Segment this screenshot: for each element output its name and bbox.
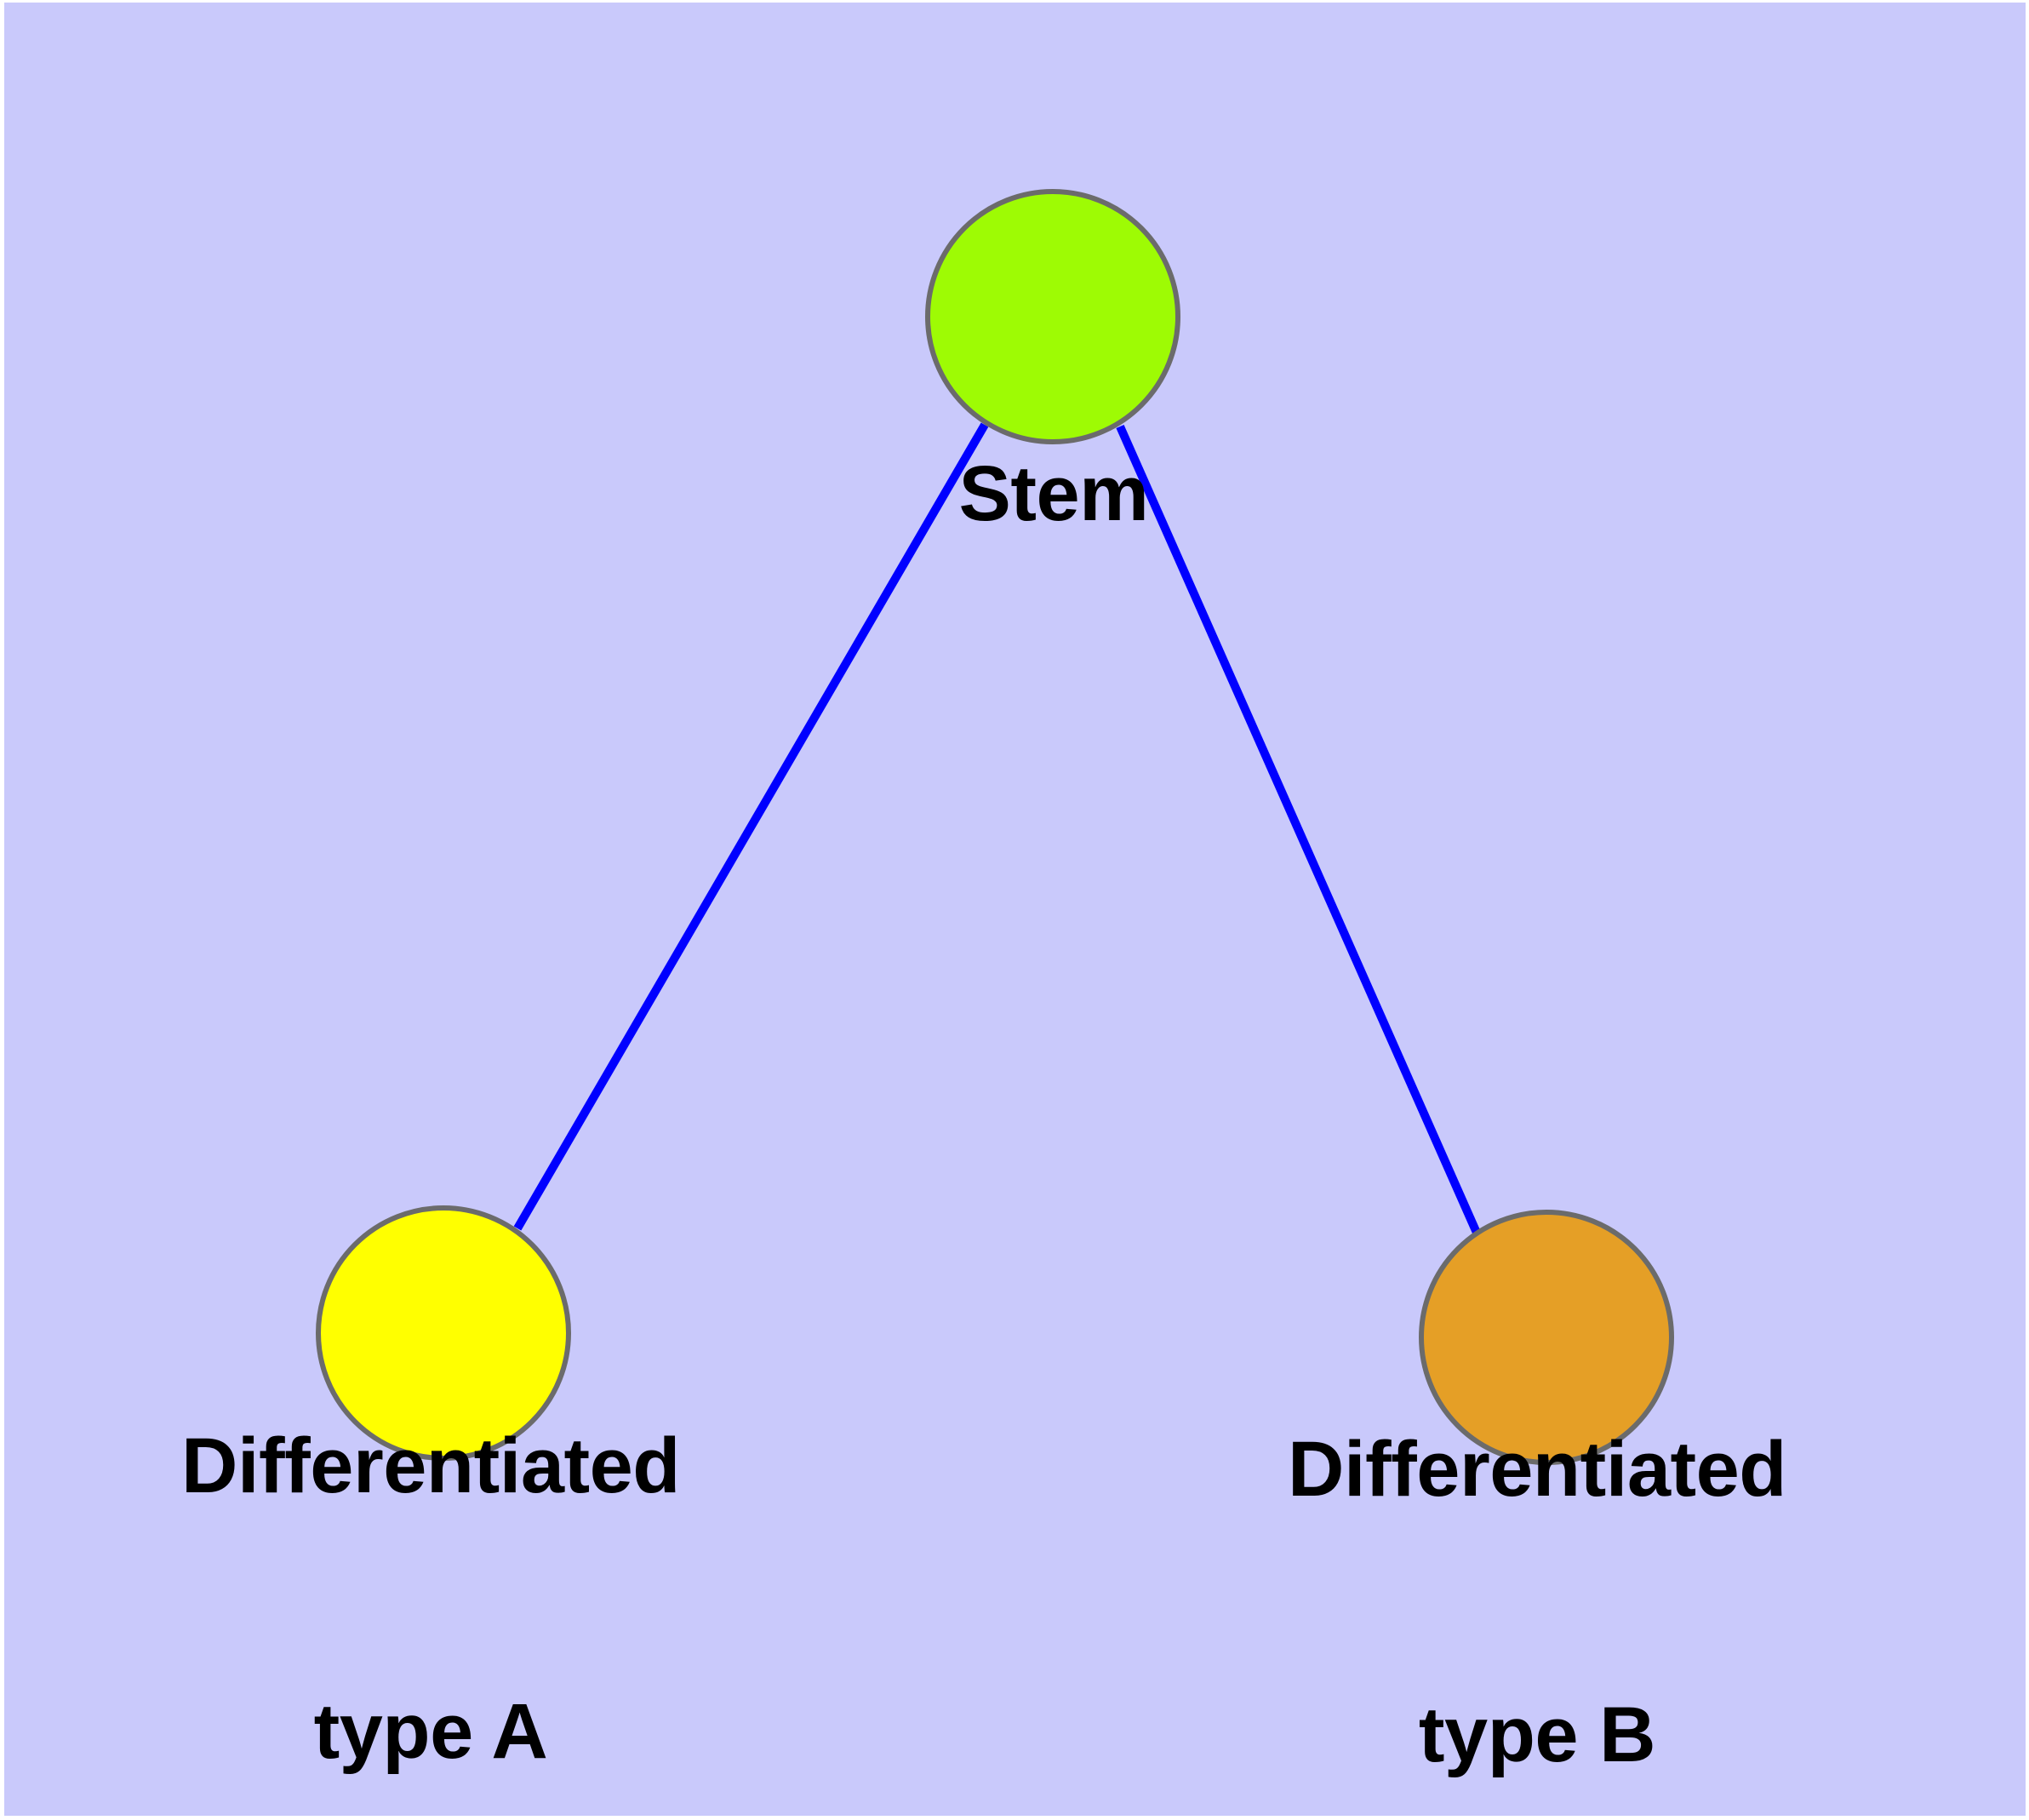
node-stem[interactable] bbox=[925, 189, 1180, 444]
nodes-group bbox=[316, 189, 1674, 1465]
edges-group bbox=[513, 422, 1481, 1235]
edge-stem-to-diff-a[interactable] bbox=[513, 422, 989, 1231]
edge-stem-to-diff-b[interactable] bbox=[1116, 424, 1481, 1235]
node-differentiated-type-a[interactable] bbox=[316, 1205, 571, 1461]
node-differentiated-type-b[interactable] bbox=[1419, 1210, 1674, 1465]
